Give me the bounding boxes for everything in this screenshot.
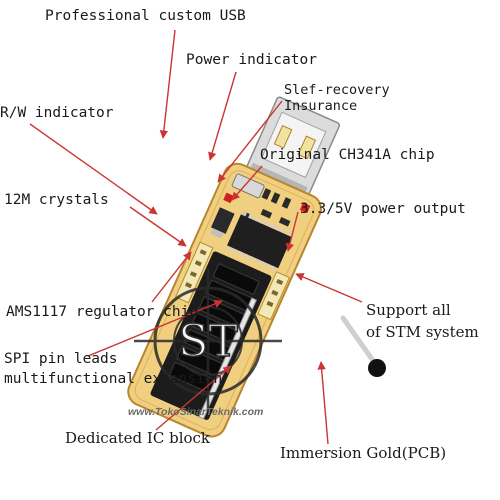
label-professional-custom-usb: Professional custom USB: [45, 8, 246, 24]
zif-lever: [340, 315, 386, 377]
zif-socket: [150, 251, 272, 420]
label-ch341a-chip: Original CH341A chip: [260, 147, 435, 163]
pin-header-right: [257, 271, 291, 321]
pin-header-left: [174, 241, 214, 304]
label-rw-indicator: R/W indicator: [0, 105, 114, 121]
label-ams1117: AMS1117 regulator chip: [6, 304, 199, 320]
label-support-stm-line2: of STM system: [366, 323, 479, 341]
label-slef-recovery: Slef-recovery Insurance: [284, 82, 390, 114]
label-support-stm: Support all of STM system: [366, 299, 479, 343]
rw-led: [223, 192, 234, 204]
logo-text: ST: [178, 316, 238, 367]
label-power-output: 3.3/5V power output: [300, 201, 466, 217]
label-immersion-gold: Immersion Gold(PCB): [280, 444, 447, 462]
label-spi-pin-leads: SPI pin leads multifunctional expansion: [4, 349, 222, 389]
power-led: [299, 202, 311, 214]
label-spi-line2: multifunctional expansion: [4, 371, 223, 387]
label-dedicated-ic-block: Dedicated IC block: [65, 429, 211, 447]
ch341a-chip: [227, 211, 293, 271]
label-slef-recovery-line1: Slef-recovery: [284, 82, 390, 98]
ams1117-chip: [211, 207, 235, 234]
label-power-indicator: Power indicator: [186, 52, 317, 68]
callout-arrows: [29, 29, 363, 445]
label-12m-crystals: 12M crystals: [4, 192, 109, 208]
label-support-stm-line1: Support all: [366, 301, 451, 319]
usb-connector: [246, 96, 341, 196]
label-slef-recovery-line2: Insurance: [284, 98, 358, 114]
label-spi-line1: SPI pin leads: [4, 351, 118, 367]
programmer-board: [127, 96, 341, 438]
watermark-url: www.TokoSinarTeknik.com: [128, 406, 264, 418]
